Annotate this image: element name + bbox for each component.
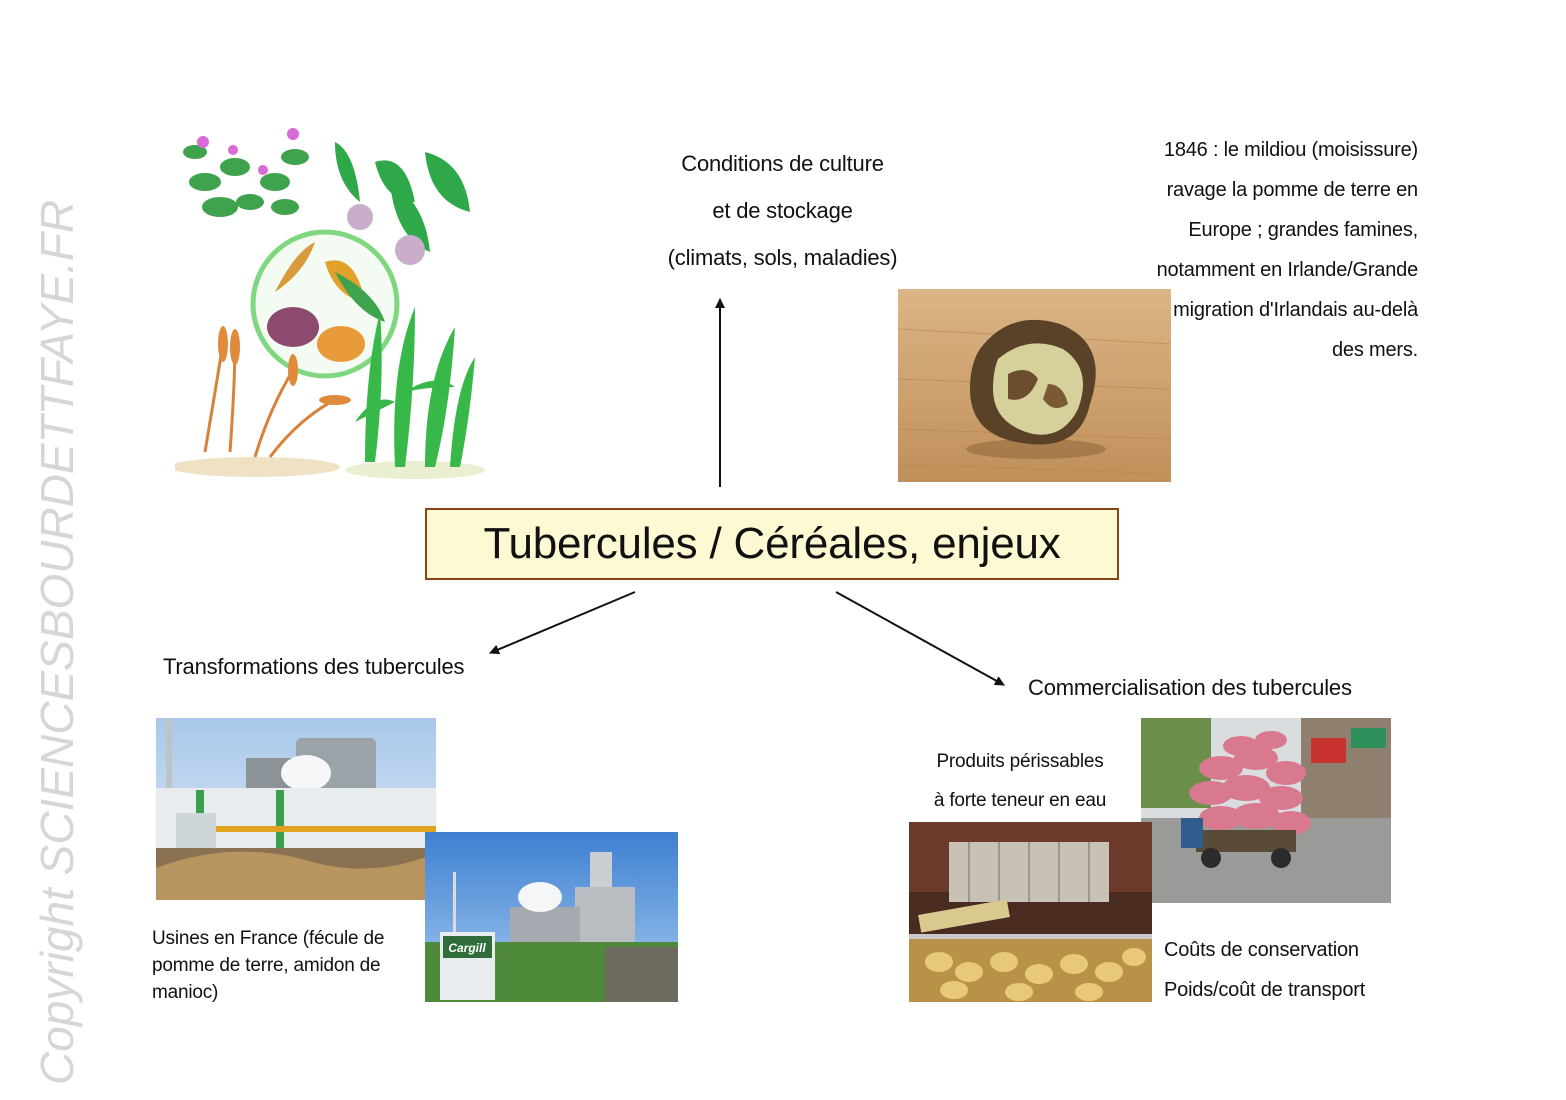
commercialisation-title: Commercialisation des tubercules: [1028, 675, 1352, 700]
factory-photo-2: Cargill: [425, 832, 678, 1002]
factories-caption: Usines en France (fécule de pomme de ter…: [152, 925, 402, 1006]
conditions-text: Conditions de culture et de stockage (cl…: [650, 140, 915, 281]
factories-caption-line-3: manioc): [152, 982, 219, 1003]
perishable-text: Produits périssables à forte teneur en e…: [925, 742, 1115, 820]
costs-line-2: Poids/coût de transport: [1164, 979, 1366, 1001]
costs-text: Coûts de conservation Poids/coût de tran…: [1164, 930, 1394, 1010]
history-line-4: notamment en Irlande/Grande: [1156, 259, 1419, 281]
history-line-3: Europe ; grandes famines,: [1188, 219, 1418, 241]
potato-storage-photo: [909, 822, 1152, 1002]
cargill-sign-text: Cargill: [448, 941, 486, 955]
history-line-5: migration d'Irlandais au-delà: [1173, 299, 1418, 321]
central-topic-title: Tubercules / Céréales, enjeux: [483, 519, 1061, 568]
conditions-line-1: Conditions de culture: [681, 151, 884, 176]
costs-line-1: Coûts de conservation: [1164, 939, 1359, 961]
arrow-left: [489, 591, 636, 655]
conditions-line-3: (climats, sols, maladies): [667, 245, 898, 270]
crops-illustration: [175, 122, 485, 482]
central-topic-box: Tubercules / Céréales, enjeux: [425, 508, 1119, 580]
transport-truck-photo: [1141, 718, 1391, 903]
perishable-line-1: Produits périssables: [936, 751, 1104, 772]
history-line-1: 1846 : le mildiou (moisissure): [1163, 139, 1418, 161]
history-line-6: des mers.: [1331, 339, 1418, 361]
history-line-2: ravage la pomme de terre en: [1166, 179, 1419, 201]
arrow-right: [835, 591, 1005, 686]
perishable-line-2: à forte teneur en eau: [933, 790, 1107, 811]
factories-caption-line-2: pomme de terre, amidon de: [152, 955, 381, 976]
cargill-sign: Cargill: [440, 932, 495, 1000]
transformations-title: Transformations des tubercules: [163, 654, 465, 679]
blighted-potato-photo: [898, 289, 1171, 482]
factory-photo-1: [156, 718, 436, 900]
history-note: 1846 : le mildiou (moisissure) ravage la…: [1130, 130, 1419, 370]
conditions-line-2: et de stockage: [712, 198, 853, 223]
factories-caption-line-1: Usines en France (fécule de: [152, 928, 385, 949]
